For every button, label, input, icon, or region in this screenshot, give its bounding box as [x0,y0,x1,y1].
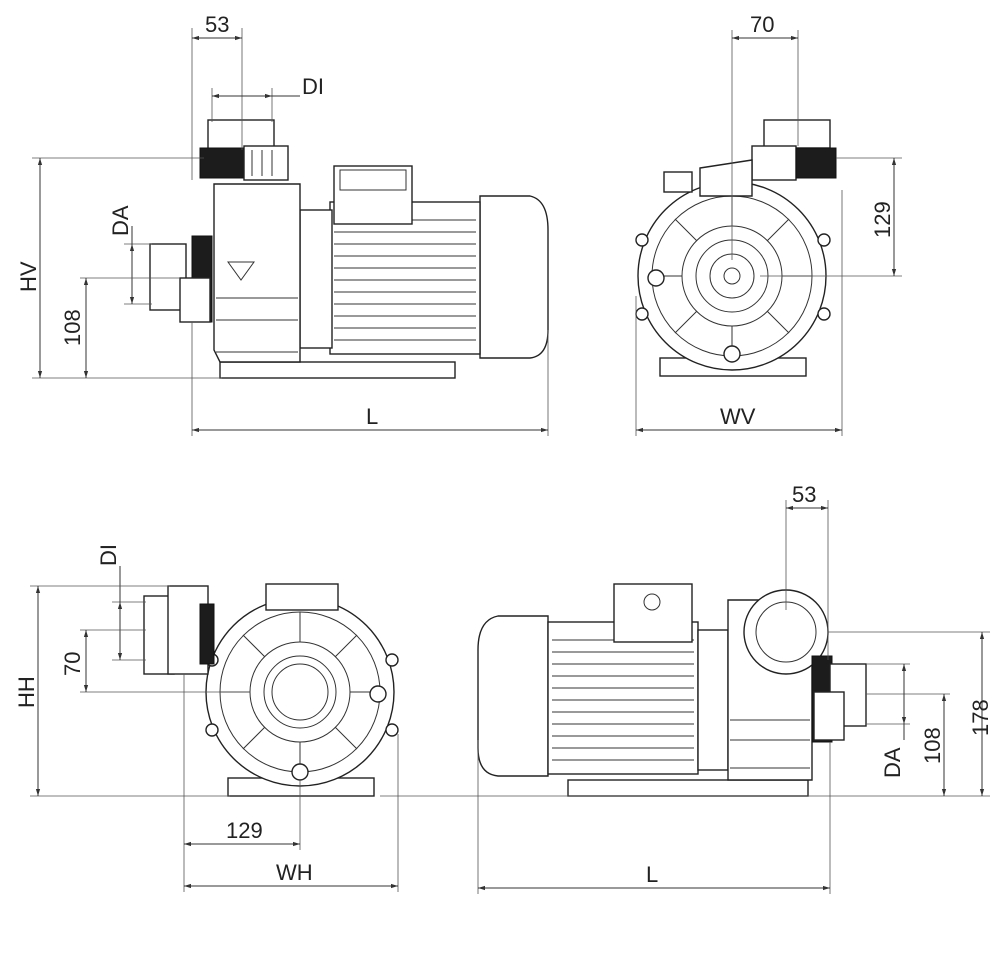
end-di-label: DI [96,544,121,566]
rear-108-label: 108 [920,727,945,764]
end-hh-label: HH [14,676,39,708]
motor-flange [299,209,333,349]
terminal-box [333,165,413,225]
motor-end-cap [479,195,549,359]
base-plate [219,361,456,379]
rear-length-label: L [646,862,658,887]
rear-base-plate [567,779,809,797]
front-width-label: WV [720,404,756,429]
side-da-label: DA [108,205,133,236]
side-108-label: 108 [60,309,85,346]
rear-da-label: DA [880,747,905,778]
side-di-label: DI [302,74,324,99]
motor-body [329,201,481,355]
motor-fins [334,219,476,341]
end-bolt-right [369,685,387,703]
front-bolt-bottom [723,345,741,363]
rear-side-view: 53 178 108 DA L [380,482,993,894]
side-length-label: L [366,404,378,429]
front-bolt-left [647,269,665,287]
front-top-union-nut [795,147,837,179]
side-view: 53 DI DA HV 108 L [16,12,549,436]
end-70-label: 70 [60,652,85,676]
rear-178-label: 178 [968,699,993,736]
end-view: DI 70 HH 129 WH [14,544,399,892]
end-width-label: WH [276,860,313,885]
front-129-label: 129 [870,201,895,238]
end-union-nut [199,603,215,665]
flow-arrow-icon [227,261,255,281]
end-129-label: 129 [226,818,263,843]
side-top-dim-label: 53 [205,12,229,37]
rear-motor-end-cap [477,615,549,777]
rear-motor-body [547,621,699,775]
pump-housing [213,183,301,363]
side-hv-label: HV [16,261,41,292]
top-union-nut [199,147,249,179]
top-union-cap [207,119,275,151]
end-bolt-bottom [291,763,309,781]
rear-top-dim-label: 53 [792,482,816,507]
front-top-union-cap [763,119,831,149]
front-view: 70 129 WV [635,12,902,436]
rear-terminal-box [613,583,693,643]
front-top-dim-label: 70 [750,12,774,37]
